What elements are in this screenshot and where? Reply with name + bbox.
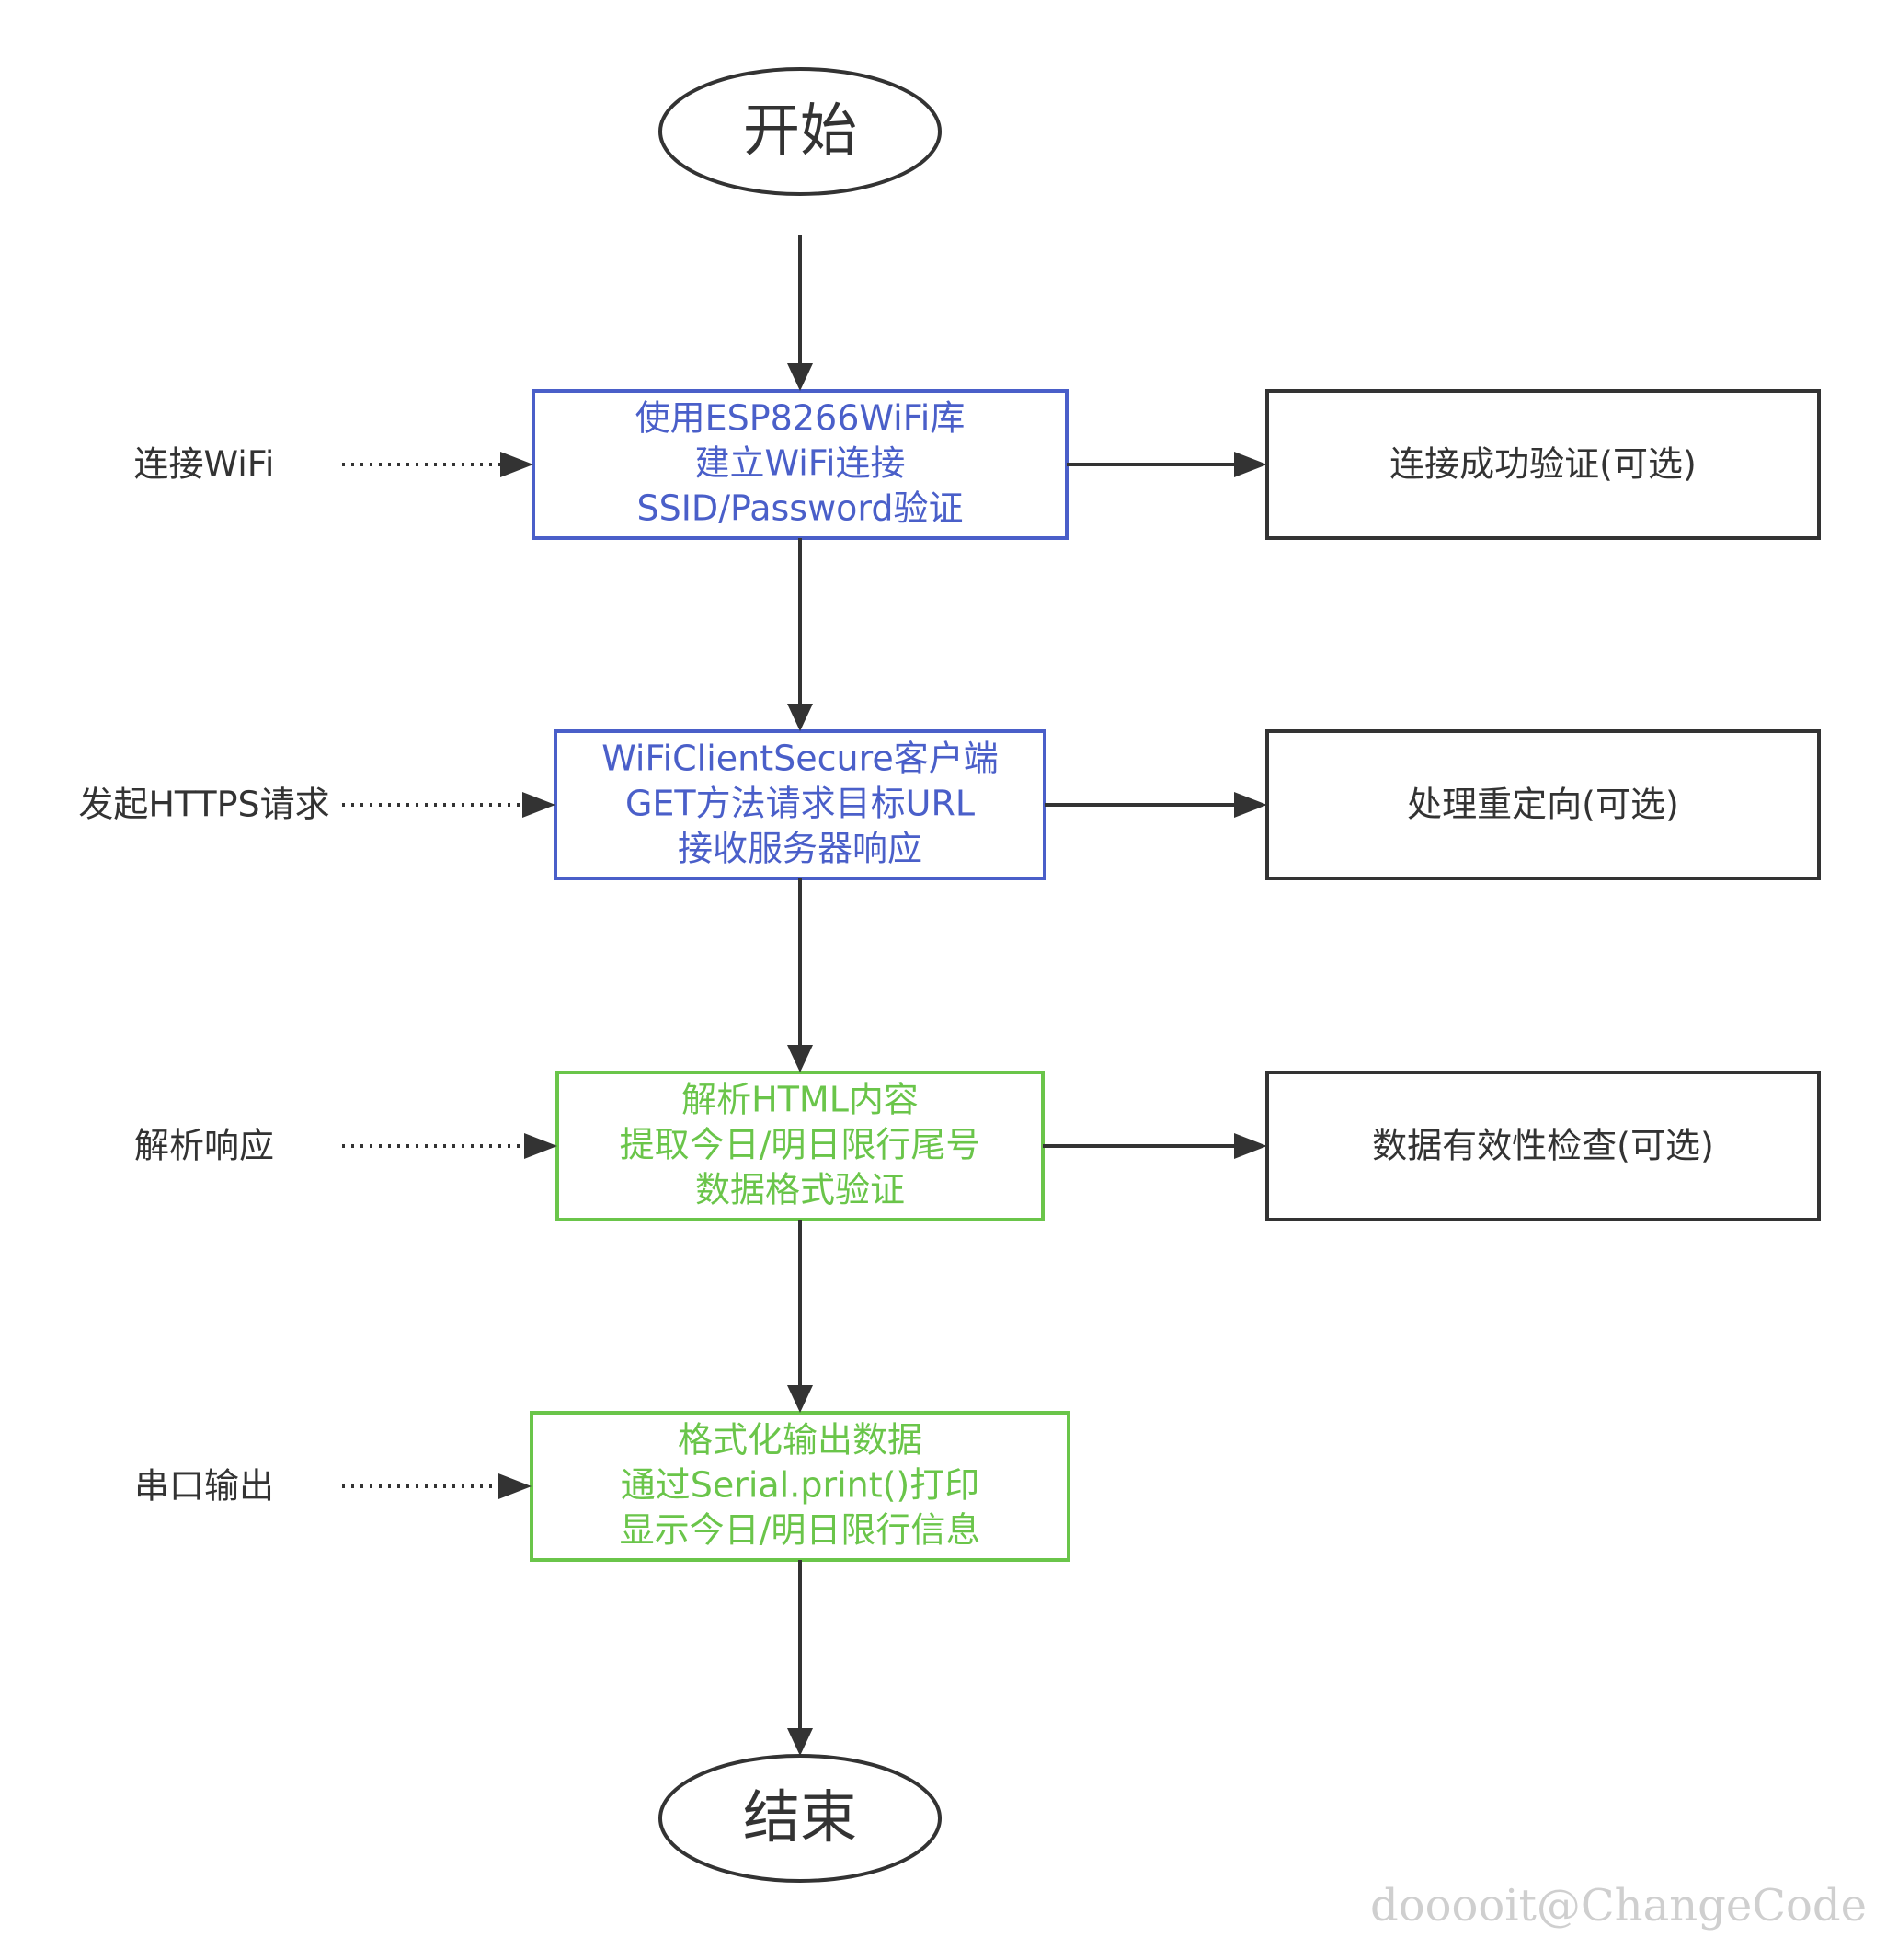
- process-box-line: 提取今日/明日限行尾号: [620, 1125, 981, 1165]
- process-box-line: 接收服务器响应: [678, 829, 922, 869]
- arrowhead-icon: [1234, 1133, 1267, 1159]
- step-2: WiFiClientSecure客户端 GET方法请求目标URL 接收服务器响应 发起…: [78, 729, 1821, 880]
- process-box: [554, 729, 1046, 880]
- process-box-line: SSID/Password验证: [636, 488, 963, 529]
- optional-box: [1265, 1071, 1821, 1221]
- end-label: 结束: [743, 1783, 857, 1851]
- arrowhead-icon: [1234, 792, 1267, 818]
- step-label: 连接WiFi: [134, 444, 275, 485]
- arrowhead-icon: [524, 1133, 557, 1159]
- start-label: 开始: [743, 97, 857, 164]
- process-box-line: 数据格式验证: [695, 1170, 905, 1210]
- arrow-step-1-to-step-2: [787, 538, 813, 731]
- optional-box-label: 数据有效性检查(可选): [1372, 1126, 1714, 1166]
- process-box-line: 建立WiFi连接: [695, 443, 906, 484]
- process-box-line: 通过Serial.print()打印: [621, 1465, 980, 1506]
- step-label: 发起HTTPS请求: [78, 785, 329, 825]
- process-box-line: 使用ESP8266WiFi库: [635, 398, 966, 439]
- arrow-step-4-to-end: [787, 1560, 813, 1756]
- process-box-line: 格式化输出数据: [678, 1420, 922, 1461]
- arrowhead-icon: [787, 704, 813, 731]
- optional-box-label: 连接成功验证(可选): [1389, 444, 1697, 485]
- arrow-start-to-step-1: [787, 235, 813, 391]
- process-box-line: WiFiClientSecure客户端: [601, 739, 999, 779]
- end-node: 结束: [658, 1754, 942, 1883]
- optional-box-label: 处理重定向(可选): [1407, 785, 1679, 825]
- step-label: 串口输出: [134, 1466, 274, 1507]
- arrowhead-icon: [787, 1045, 813, 1072]
- arrow-step-2-to-step-3: [787, 878, 813, 1072]
- optional-box: [1265, 389, 1821, 540]
- optional-box: [1265, 729, 1821, 880]
- arrowhead-icon: [787, 1728, 813, 1756]
- process-box-line: GET方法请求目标URL: [625, 784, 975, 824]
- step-label: 解析响应: [134, 1126, 274, 1166]
- arrowhead-icon: [787, 363, 813, 391]
- arrowhead-icon: [1234, 452, 1267, 477]
- arrow-step-3-to-step-4: [787, 1220, 813, 1413]
- arrowhead-icon: [787, 1385, 813, 1413]
- arrowhead-icon: [522, 792, 555, 818]
- process-box-line: 显示今日/明日限行信息: [620, 1510, 981, 1551]
- start-node: 开始: [658, 67, 942, 196]
- connectors: [787, 235, 813, 1756]
- watermark-text: dooooit@ChangeCode: [1370, 1880, 1867, 1931]
- arrowhead-icon: [498, 1473, 532, 1499]
- process-box-line: 解析HTML内容: [681, 1080, 919, 1120]
- arrowhead-icon: [500, 452, 533, 477]
